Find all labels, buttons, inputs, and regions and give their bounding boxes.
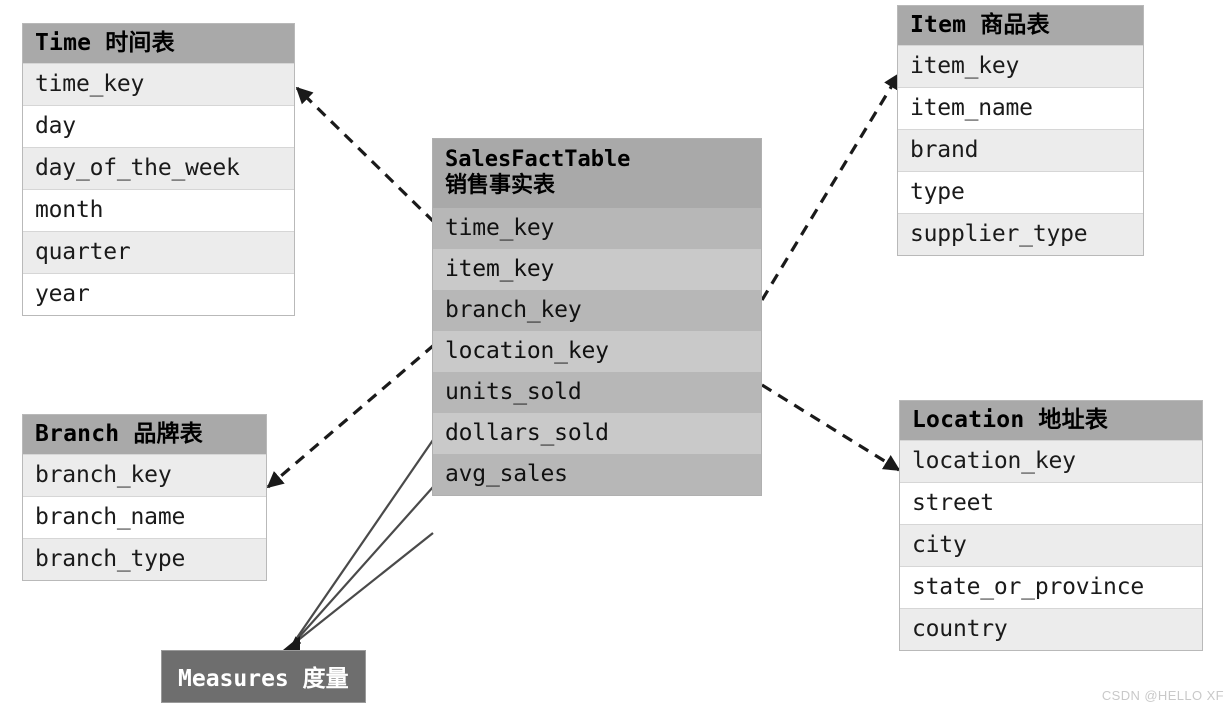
table-item-row-type[interactable]: type bbox=[898, 171, 1143, 214]
fact-row-item-key[interactable]: item_key bbox=[433, 248, 761, 290]
connector-avg-sales-to-measures bbox=[291, 532, 434, 646]
table-sales-fact-header: SalesFactTable 销售事实表 bbox=[433, 139, 761, 208]
table-branch: Branch 品牌表 branch_key branch_name branch… bbox=[22, 414, 267, 582]
table-time-row-quarter[interactable]: quarter bbox=[23, 231, 294, 274]
table-branch-header: Branch 品牌表 bbox=[23, 415, 266, 455]
table-time-row-day-of-the-week[interactable]: day_of_the_week bbox=[23, 147, 294, 190]
fact-header-name-en: SalesFactTable bbox=[445, 147, 631, 172]
table-location-row-state-or-province[interactable]: state_or_province bbox=[900, 566, 1202, 609]
connector-fact-to-item bbox=[760, 72, 901, 301]
fact-header-name-cn: 销售事实表 bbox=[445, 172, 556, 198]
table-location: Location 地址表 location_key street city st… bbox=[899, 400, 1203, 652]
connector-fact-to-branch bbox=[266, 343, 436, 489]
fact-row-time-key[interactable]: time_key bbox=[433, 207, 761, 249]
connector-fact-to-time bbox=[295, 86, 436, 224]
table-item: Item 商品表 item_key item_name brand type s… bbox=[897, 5, 1144, 257]
table-branch-row-branch-key[interactable]: branch_key bbox=[23, 454, 266, 497]
table-location-row-location-key[interactable]: location_key bbox=[900, 440, 1202, 483]
connector-dollars-sold-to-measures bbox=[291, 486, 434, 646]
table-item-row-brand[interactable]: brand bbox=[898, 129, 1143, 172]
table-branch-row-branch-type[interactable]: branch_type bbox=[23, 538, 266, 581]
table-item-row-item-name[interactable]: item_name bbox=[898, 87, 1143, 130]
fact-row-units-sold[interactable]: units_sold bbox=[433, 371, 761, 413]
table-location-row-city[interactable]: city bbox=[900, 524, 1202, 567]
table-sales-fact: SalesFactTable 销售事实表 time_key item_key b… bbox=[432, 138, 762, 496]
table-location-row-country[interactable]: country bbox=[900, 608, 1202, 651]
table-time-header: Time 时间表 bbox=[23, 24, 294, 64]
table-location-row-street[interactable]: street bbox=[900, 482, 1202, 525]
connector-units-sold-to-measures bbox=[291, 439, 434, 646]
fact-row-branch-key[interactable]: branch_key bbox=[433, 289, 761, 331]
table-item-row-item-key[interactable]: item_key bbox=[898, 45, 1143, 88]
table-time-row-day[interactable]: day bbox=[23, 105, 294, 148]
table-time: Time 时间表 time_key day day_of_the_week mo… bbox=[22, 23, 295, 317]
measures-arrowhead bbox=[283, 636, 300, 650]
table-branch-row-branch-name[interactable]: branch_name bbox=[23, 496, 266, 539]
table-location-header: Location 地址表 bbox=[900, 401, 1202, 441]
table-time-row-time-key[interactable]: time_key bbox=[23, 63, 294, 106]
measures-box[interactable]: Measures 度量 bbox=[161, 650, 366, 703]
connector-fact-to-location bbox=[761, 383, 901, 472]
fact-row-dollars-sold[interactable]: dollars_sold bbox=[433, 412, 761, 454]
watermark: CSDN @HELLO XF bbox=[1101, 688, 1224, 703]
table-item-header: Item 商品表 bbox=[898, 6, 1143, 46]
table-time-row-year[interactable]: year bbox=[23, 273, 294, 316]
fact-row-location-key[interactable]: location_key bbox=[433, 330, 761, 372]
fact-row-avg-sales[interactable]: avg_sales bbox=[433, 453, 761, 495]
table-time-row-month[interactable]: month bbox=[23, 189, 294, 232]
table-item-row-supplier-type[interactable]: supplier_type bbox=[898, 213, 1143, 256]
